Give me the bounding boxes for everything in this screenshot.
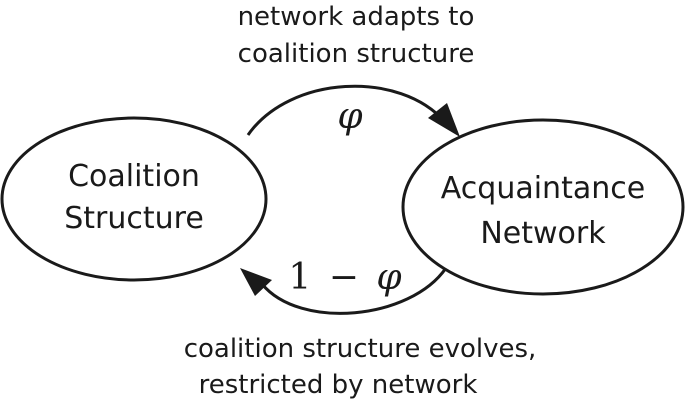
network-node-line2: Network [480, 216, 606, 251]
coalition-structure-node [0, 116, 268, 282]
bottom-arrow-arc [260, 267, 448, 315]
coalition-node-line1: Coalition [68, 159, 200, 194]
top-arrow-arc [246, 84, 447, 136]
bottom-arrow-prob: 1 − φ [288, 257, 402, 298]
network-node-line1: Acquaintance [441, 171, 645, 206]
top-caption-line2: coalition structure [238, 39, 475, 69]
bottom-prob-one: 1 [288, 257, 311, 298]
bottom-caption-line1: coalition structure evolves, [184, 334, 537, 364]
bottom-arrow-head [240, 268, 272, 296]
bottom-prob-phi: φ [376, 257, 402, 298]
bottom-prob-minus: − [329, 257, 359, 298]
coalition-node-line2: Structure [64, 201, 204, 236]
bottom-caption-line2: restricted by network [199, 370, 478, 400]
acquaintance-network-node [401, 118, 685, 296]
top-arrow-prob: φ [337, 96, 363, 137]
top-caption-line1: network adapts to [238, 2, 475, 32]
top-arrow-head [428, 103, 460, 137]
